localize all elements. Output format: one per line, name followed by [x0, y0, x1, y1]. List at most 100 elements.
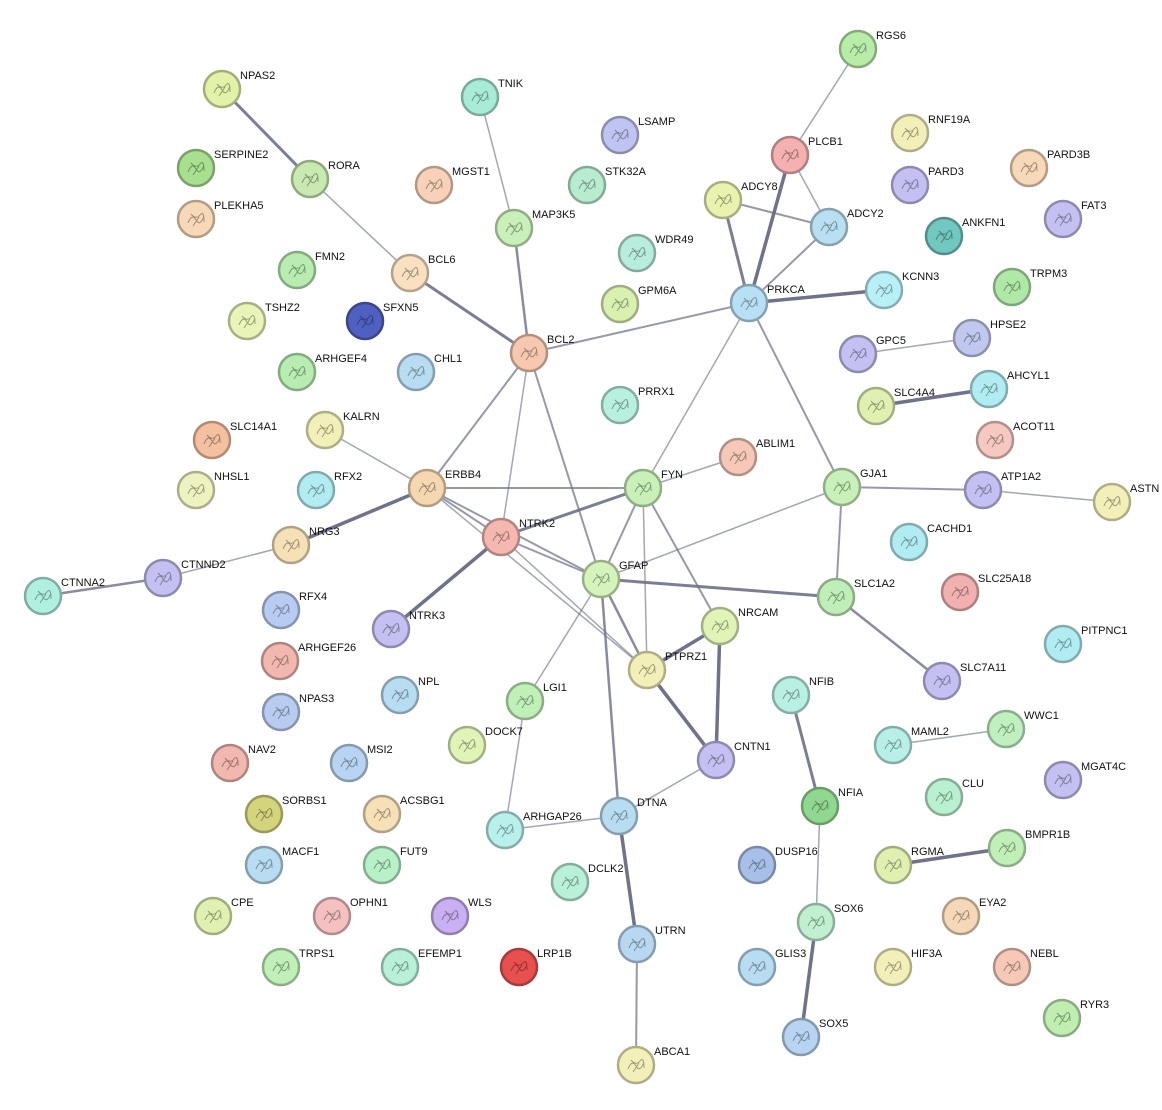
edge-prkca-kcnn3[interactable] — [747, 288, 886, 305]
edge-nrg3-ctnnd2[interactable] — [162, 544, 292, 579]
node-macf1[interactable]: MACF1 — [244, 845, 319, 885]
edge-map3k5-bcl2[interactable] — [512, 226, 531, 355]
node-circle[interactable] — [581, 559, 621, 599]
node-pitpnc1[interactable]: PITPNC1 — [1043, 624, 1127, 664]
edge-prkca-fyn[interactable] — [642, 302, 750, 489]
node-trps1[interactable]: TRPS1 — [261, 947, 334, 987]
node-circle[interactable] — [809, 207, 849, 247]
edge-utrn-abca1[interactable] — [635, 943, 638, 1066]
node-plekha5[interactable]: PLEKHA5 — [176, 199, 264, 239]
node-ankfn1[interactable]: ANKFN1 — [924, 216, 1005, 256]
node-circle[interactable] — [494, 208, 534, 248]
node-circle[interactable] — [380, 675, 420, 715]
node-ctnna2[interactable]: CTNNA2 — [23, 576, 105, 616]
node-bcl2[interactable]: BCL2 — [509, 333, 575, 373]
node-fmn2[interactable]: FMN2 — [277, 250, 345, 290]
node-tshz2[interactable]: TSHZ2 — [227, 301, 300, 341]
node-trpm3[interactable]: TRPM3 — [992, 267, 1067, 307]
node-circle[interactable] — [952, 318, 992, 358]
node-nfib[interactable]: NFIB — [771, 675, 834, 715]
node-arhgef26[interactable]: ARHGEF26 — [260, 641, 356, 681]
edge-fyn-ptprz1[interactable] — [642, 487, 648, 671]
node-clu[interactable]: CLU — [924, 777, 984, 817]
node-nhsl1[interactable]: NHSL1 — [176, 470, 249, 510]
node-acsbg1[interactable]: ACSBG1 — [362, 794, 445, 834]
node-circle[interactable] — [864, 270, 904, 310]
node-circle[interactable] — [816, 577, 856, 617]
node-nfia[interactable]: NFIA — [800, 786, 864, 826]
edge-npas2-rora[interactable] — [220, 87, 312, 181]
node-circle[interactable] — [143, 558, 183, 598]
node-circle[interactable] — [176, 148, 216, 188]
edge-prkca-bcl2[interactable] — [528, 302, 750, 354]
node-circle[interactable] — [781, 1017, 821, 1057]
node-gpm6a[interactable]: GPM6A — [600, 284, 677, 324]
node-circle[interactable] — [890, 165, 930, 205]
node-circle[interactable] — [202, 69, 242, 109]
node-mgst1[interactable]: MGST1 — [414, 165, 490, 205]
node-ntrk3[interactable]: NTRK3 — [371, 609, 445, 649]
node-sox6[interactable]: SOX6 — [796, 902, 863, 942]
node-circle[interactable] — [176, 470, 216, 510]
node-circle[interactable] — [290, 159, 330, 199]
node-circle[interactable] — [430, 896, 470, 936]
node-circle[interactable] — [271, 525, 311, 565]
node-circle[interactable] — [567, 165, 607, 205]
node-circle[interactable] — [623, 468, 663, 508]
node-nebl[interactable]: NEBL — [992, 947, 1059, 987]
edge-rora-bcl6[interactable] — [309, 178, 411, 274]
node-circle[interactable] — [312, 896, 352, 936]
node-eya2[interactable]: EYA2 — [941, 896, 1006, 936]
edge-bcl2-gfap[interactable] — [528, 352, 602, 580]
node-circle[interactable] — [941, 896, 981, 936]
node-dtna[interactable]: DTNA — [599, 796, 668, 836]
node-circle[interactable] — [986, 709, 1026, 749]
node-lrp1b[interactable]: LRP1B — [499, 947, 572, 987]
node-circle[interactable] — [627, 650, 667, 690]
edge-gfap-lgi1[interactable] — [524, 578, 602, 702]
node-circle[interactable] — [305, 410, 345, 450]
node-circle[interactable] — [244, 794, 284, 834]
node-acot11[interactable]: ACOT11 — [975, 420, 1055, 460]
edge-dtna-utrn[interactable] — [617, 814, 639, 946]
node-stk32a[interactable]: STK32A — [567, 165, 647, 205]
node-arhgef4[interactable]: ARHGEF4 — [277, 352, 367, 392]
node-circle[interactable] — [600, 385, 640, 425]
node-circle[interactable] — [362, 845, 402, 885]
edge-prkca-gja1[interactable] — [748, 302, 843, 488]
node-circle[interactable] — [873, 947, 913, 987]
node-circle[interactable] — [505, 681, 545, 721]
node-fyn[interactable]: FYN — [623, 468, 683, 508]
node-rgs6[interactable]: RGS6 — [838, 29, 906, 69]
node-circle[interactable] — [1042, 998, 1082, 1038]
edge-tnik-map3k5[interactable] — [479, 96, 515, 229]
node-circle[interactable] — [380, 947, 420, 987]
node-circle[interactable] — [414, 165, 454, 205]
node-circle[interactable] — [481, 517, 521, 557]
node-circle[interactable] — [550, 862, 590, 902]
edge-bcl6-bcl2[interactable] — [408, 271, 531, 355]
node-wdr49[interactable]: WDR49 — [617, 233, 694, 273]
node-circle[interactable] — [922, 661, 962, 701]
node-npl[interactable]: NPL — [380, 675, 439, 715]
node-prrx1[interactable]: PRRX1 — [600, 385, 675, 425]
node-circle[interactable] — [1092, 482, 1132, 522]
node-circle[interactable] — [600, 284, 640, 324]
node-nrg3[interactable]: NRG3 — [271, 525, 340, 565]
edge-ntrk2-fyn[interactable] — [499, 486, 645, 539]
node-hif3a[interactable]: HIF3A — [873, 947, 943, 987]
edge-erbb4-nrg3[interactable] — [289, 486, 429, 547]
node-circle[interactable] — [176, 199, 216, 239]
node-wls[interactable]: WLS — [430, 896, 492, 936]
node-circle[interactable] — [509, 333, 549, 373]
node-circle[interactable] — [729, 283, 769, 323]
node-circle[interactable] — [260, 641, 300, 681]
node-circle[interactable] — [718, 437, 758, 477]
node-cachd1[interactable]: CACHD1 — [889, 522, 972, 562]
node-mgat4c[interactable]: MGAT4C — [1043, 760, 1126, 800]
node-utrn[interactable]: UTRN — [617, 924, 686, 964]
node-circle[interactable] — [924, 216, 964, 256]
node-circle[interactable] — [700, 606, 740, 646]
node-circle[interactable] — [987, 828, 1027, 868]
node-circle[interactable] — [617, 233, 657, 273]
